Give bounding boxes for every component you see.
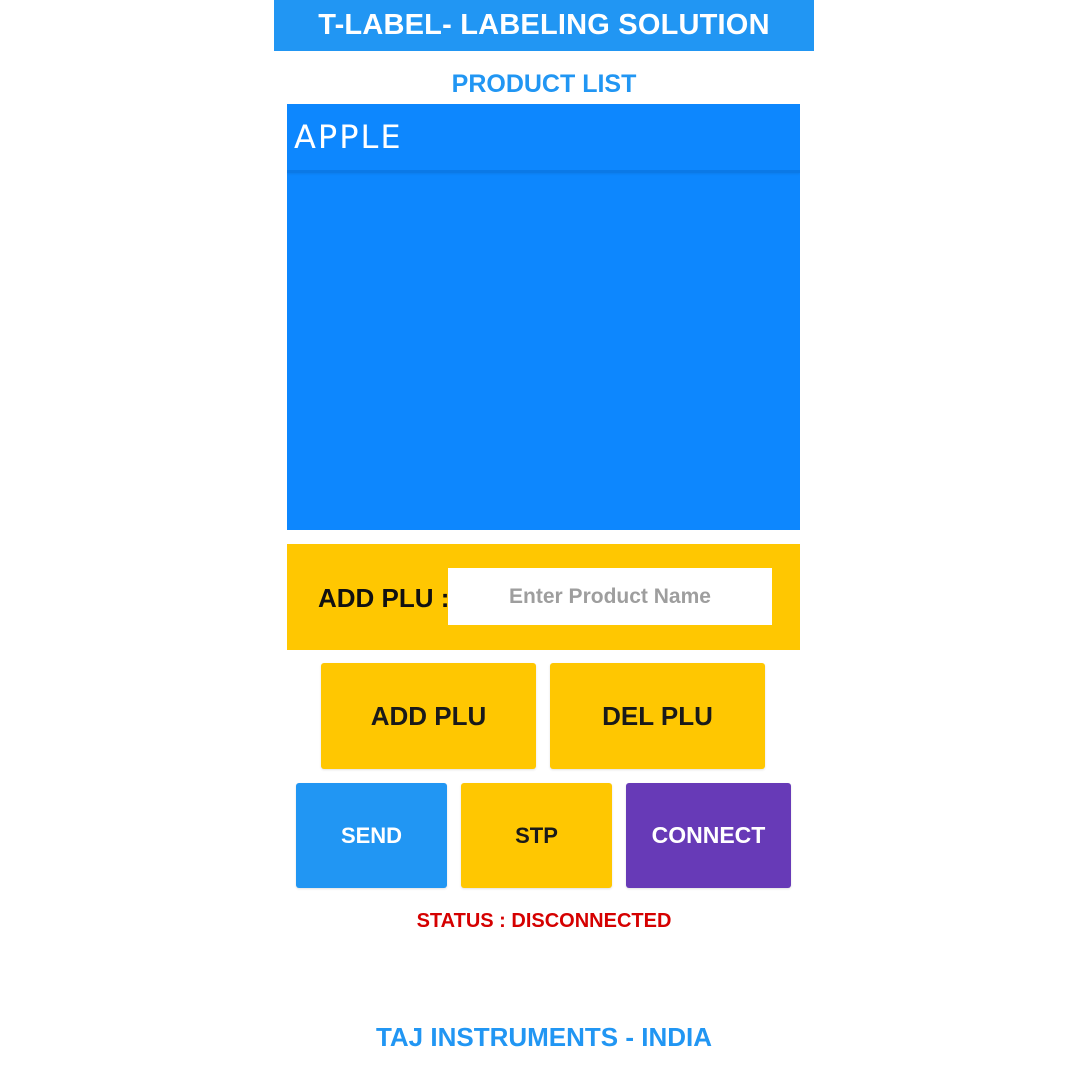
product-name-input[interactable] — [448, 568, 772, 625]
add-plu-button[interactable]: ADD PLU — [321, 663, 536, 769]
product-list-title: PRODUCT LIST — [451, 70, 637, 98]
app-header: T-LABEL- LABELING SOLUTION — [274, 0, 814, 51]
send-button[interactable]: SEND — [296, 783, 447, 888]
product-list[interactable]: APPLE — [287, 104, 800, 530]
list-item-label: APPLE — [294, 118, 403, 156]
connect-button[interactable]: CONNECT — [626, 783, 791, 888]
add-plu-label: ADD PLU : — [318, 583, 450, 613]
footer-company: TAJ INSTRUMENTS - INDIA — [375, 1022, 713, 1052]
stp-button[interactable]: STP — [461, 783, 612, 888]
app-title: T-LABEL- LABELING SOLUTION — [318, 9, 770, 41]
add-plu-panel: ADD PLU : — [287, 544, 800, 650]
list-item[interactable]: APPLE — [287, 104, 800, 173]
del-plu-button[interactable]: DEL PLU — [550, 663, 765, 769]
app-screen: T-LABEL- LABELING SOLUTION PRODUCT LIST … — [274, 0, 814, 1080]
connection-status: STATUS : DISCONNECTED — [416, 910, 672, 932]
